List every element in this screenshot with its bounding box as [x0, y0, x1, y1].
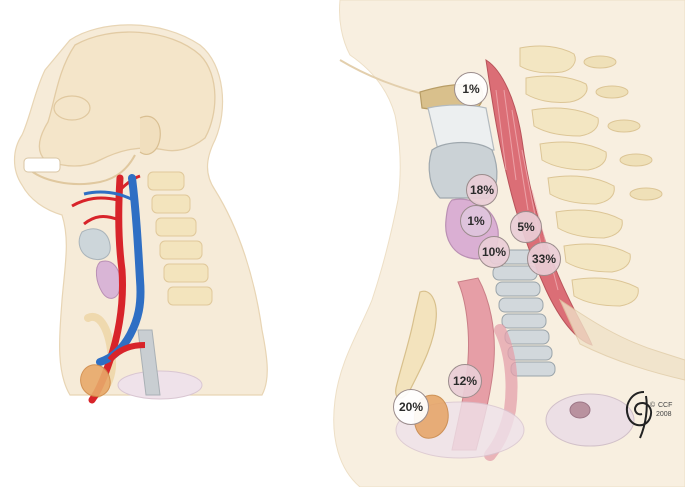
percentage-badge-chest: 12% [448, 364, 482, 398]
signature-glyph [626, 391, 652, 439]
left-artery-branch-1 [71, 196, 119, 208]
signature-mark: © CCF 2008 [616, 382, 676, 442]
copyright-year: 2008 [656, 411, 672, 418]
right-figure [333, 0, 685, 487]
right-rib-3 [569, 401, 591, 419]
percentage-badge-thyroid: 1% [460, 205, 492, 237]
copyright-org: CCF [658, 402, 673, 409]
left-artery-branch-2 [83, 215, 120, 226]
right-trapezius [558, 298, 685, 381]
left-thyroid [95, 260, 121, 299]
left-subclavian-artery [107, 342, 146, 362]
left-cervical-spine [147, 171, 213, 306]
left-vein-branch [83, 190, 134, 202]
percentage-badge-spine: 33% [527, 242, 561, 276]
left-rib [117, 370, 203, 400]
percentage-badge-trachea: 10% [478, 236, 510, 268]
left-eye-orbit [53, 95, 91, 121]
left-mandible [27, 154, 136, 186]
right-spinous-processes [583, 55, 663, 201]
percentage-badge-clavicle: 20% [393, 389, 429, 425]
copyright-mark: © [650, 402, 656, 409]
right-rib-2 [545, 393, 635, 447]
right-muscle-striations [495, 89, 559, 291]
percentage-badge-muscle: 5% [510, 211, 542, 243]
left-figure [13, 24, 268, 404]
left-ear [139, 115, 161, 155]
left-teeth [23, 157, 61, 173]
right-trachea [489, 249, 556, 377]
left-gland [80, 364, 111, 397]
percentage-badge-mandible: 1% [454, 72, 488, 106]
right-cervical-spine [519, 45, 639, 307]
left-larynx [78, 228, 111, 260]
percentage-badge-larynx: 18% [466, 174, 498, 206]
